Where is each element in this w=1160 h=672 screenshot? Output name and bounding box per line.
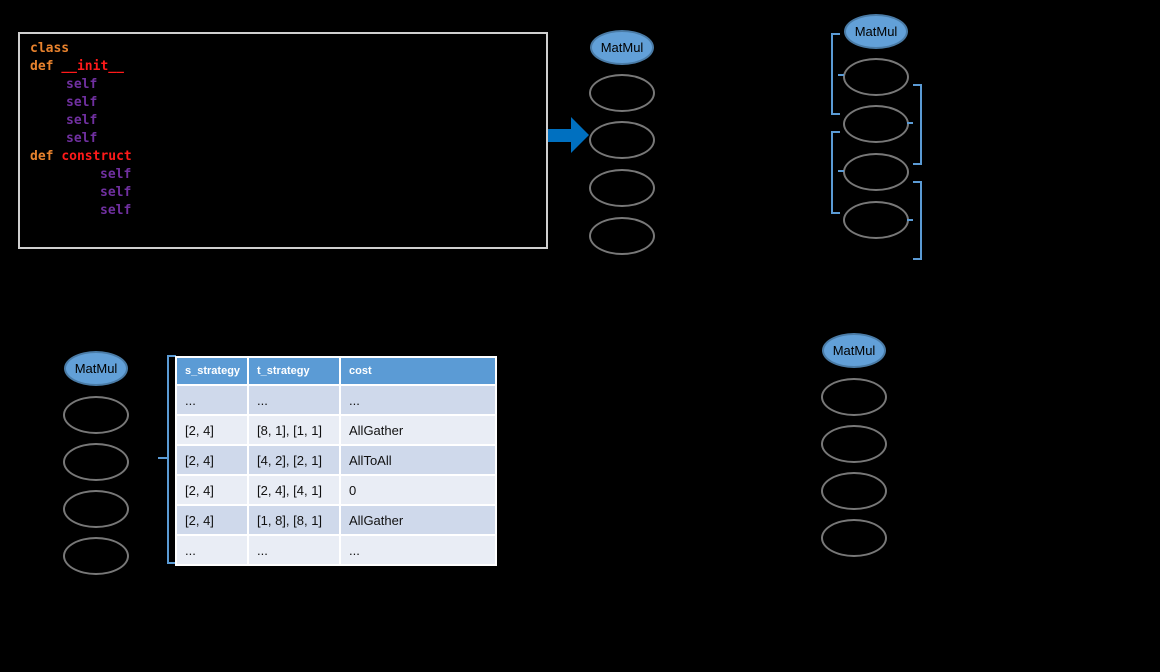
edge-bracket-tick xyxy=(907,122,913,124)
code-keyword: def xyxy=(30,149,54,164)
code-self: self xyxy=(66,95,98,110)
cell-cost: 0 xyxy=(341,476,495,504)
table-row: ... ... ... xyxy=(177,536,495,564)
edge-bracket-right-bottom xyxy=(913,181,922,260)
code-self: self xyxy=(66,113,98,128)
cell-s-strategy: ... xyxy=(177,386,247,414)
strategy-node xyxy=(589,217,655,255)
table-row: [2, 4] [2, 4], [4, 1] 0 xyxy=(177,476,495,504)
code-keyword: class xyxy=(30,41,70,56)
table-row: [2, 4] [4, 2], [2, 1] AllToAll xyxy=(177,446,495,474)
cell-cost: ... xyxy=(341,536,495,564)
code-line: def __init__ xyxy=(30,58,546,76)
strategy-node xyxy=(821,472,887,510)
table-row: [2, 4] [1, 8], [8, 1] AllGather xyxy=(177,506,495,534)
cell-cost: AllGather xyxy=(341,416,495,444)
table-row: [2, 4] [8, 1], [1, 1] AllGather xyxy=(177,416,495,444)
code-line: self xyxy=(30,94,546,112)
code-line: self xyxy=(30,130,546,148)
matmul-op-node: MatMul xyxy=(844,14,908,49)
edge-bracket-tick xyxy=(907,219,913,221)
cell-t-strategy: [1, 8], [8, 1] xyxy=(249,506,339,534)
code-self: self xyxy=(66,77,98,92)
flow-arrow-icon xyxy=(571,117,589,153)
cell-t-strategy: [2, 4], [4, 1] xyxy=(249,476,339,504)
strategy-node xyxy=(843,153,909,191)
strategy-node xyxy=(63,396,129,434)
strategy-node xyxy=(821,378,887,416)
strategy-node xyxy=(821,519,887,557)
column-header-s-strategy: s_strategy xyxy=(177,358,247,384)
table-header-row: s_strategy t_strategy cost xyxy=(177,358,495,384)
edge-bracket-left-top xyxy=(831,33,840,115)
strategy-node xyxy=(843,58,909,96)
cell-t-strategy: ... xyxy=(249,536,339,564)
code-line: def construct xyxy=(30,148,546,166)
code-function-name: __init__ xyxy=(61,59,124,74)
strategy-node xyxy=(589,74,655,112)
column-header-t-strategy: t_strategy xyxy=(249,358,339,384)
matmul-op-node: MatMul xyxy=(590,30,654,65)
cell-t-strategy: [8, 1], [1, 1] xyxy=(249,416,339,444)
strategy-node xyxy=(843,105,909,143)
matmul-op-node: MatMul xyxy=(64,351,128,386)
code-self: self xyxy=(66,131,98,146)
cell-t-strategy: [4, 2], [2, 1] xyxy=(249,446,339,474)
cell-s-strategy: ... xyxy=(177,536,247,564)
strategy-node xyxy=(843,201,909,239)
code-function-name: construct xyxy=(61,149,132,164)
table-row: ... ... ... xyxy=(177,386,495,414)
cell-cost: ... xyxy=(341,386,495,414)
strategy-node xyxy=(63,443,129,481)
code-line: self xyxy=(30,202,546,220)
code-line: self xyxy=(30,76,546,94)
strategy-node xyxy=(63,537,129,575)
table-bracket-tick xyxy=(158,457,167,459)
edge-bracket-right-top xyxy=(913,84,922,165)
cell-s-strategy: [2, 4] xyxy=(177,446,247,474)
code-self: self xyxy=(100,185,132,200)
code-line: self xyxy=(30,166,546,184)
cell-t-strategy: ... xyxy=(249,386,339,414)
cell-cost: AllToAll xyxy=(341,446,495,474)
strategy-cost-table: s_strategy t_strategy cost ... ... ... [… xyxy=(175,356,497,566)
code-block: class def __init__ self self self self d… xyxy=(18,32,548,249)
strategy-node xyxy=(821,425,887,463)
code-self: self xyxy=(100,203,132,218)
cell-s-strategy: [2, 4] xyxy=(177,476,247,504)
code-line: self xyxy=(30,184,546,202)
column-header-cost: cost xyxy=(341,358,495,384)
flow-arrow-icon xyxy=(548,129,571,142)
edge-bracket-left-bottom xyxy=(831,131,840,214)
code-line: class xyxy=(30,40,546,58)
strategy-node xyxy=(589,121,655,159)
table-bracket xyxy=(167,355,176,564)
code-line: self xyxy=(30,112,546,130)
strategy-node xyxy=(63,490,129,528)
matmul-op-node: MatMul xyxy=(822,333,886,368)
edge-bracket-tick xyxy=(838,170,844,172)
cell-s-strategy: [2, 4] xyxy=(177,416,247,444)
code-keyword: def xyxy=(30,59,54,74)
strategy-node xyxy=(589,169,655,207)
edge-bracket-tick xyxy=(838,74,844,76)
code-self: self xyxy=(100,167,132,182)
cell-s-strategy: [2, 4] xyxy=(177,506,247,534)
cell-cost: AllGather xyxy=(341,506,495,534)
